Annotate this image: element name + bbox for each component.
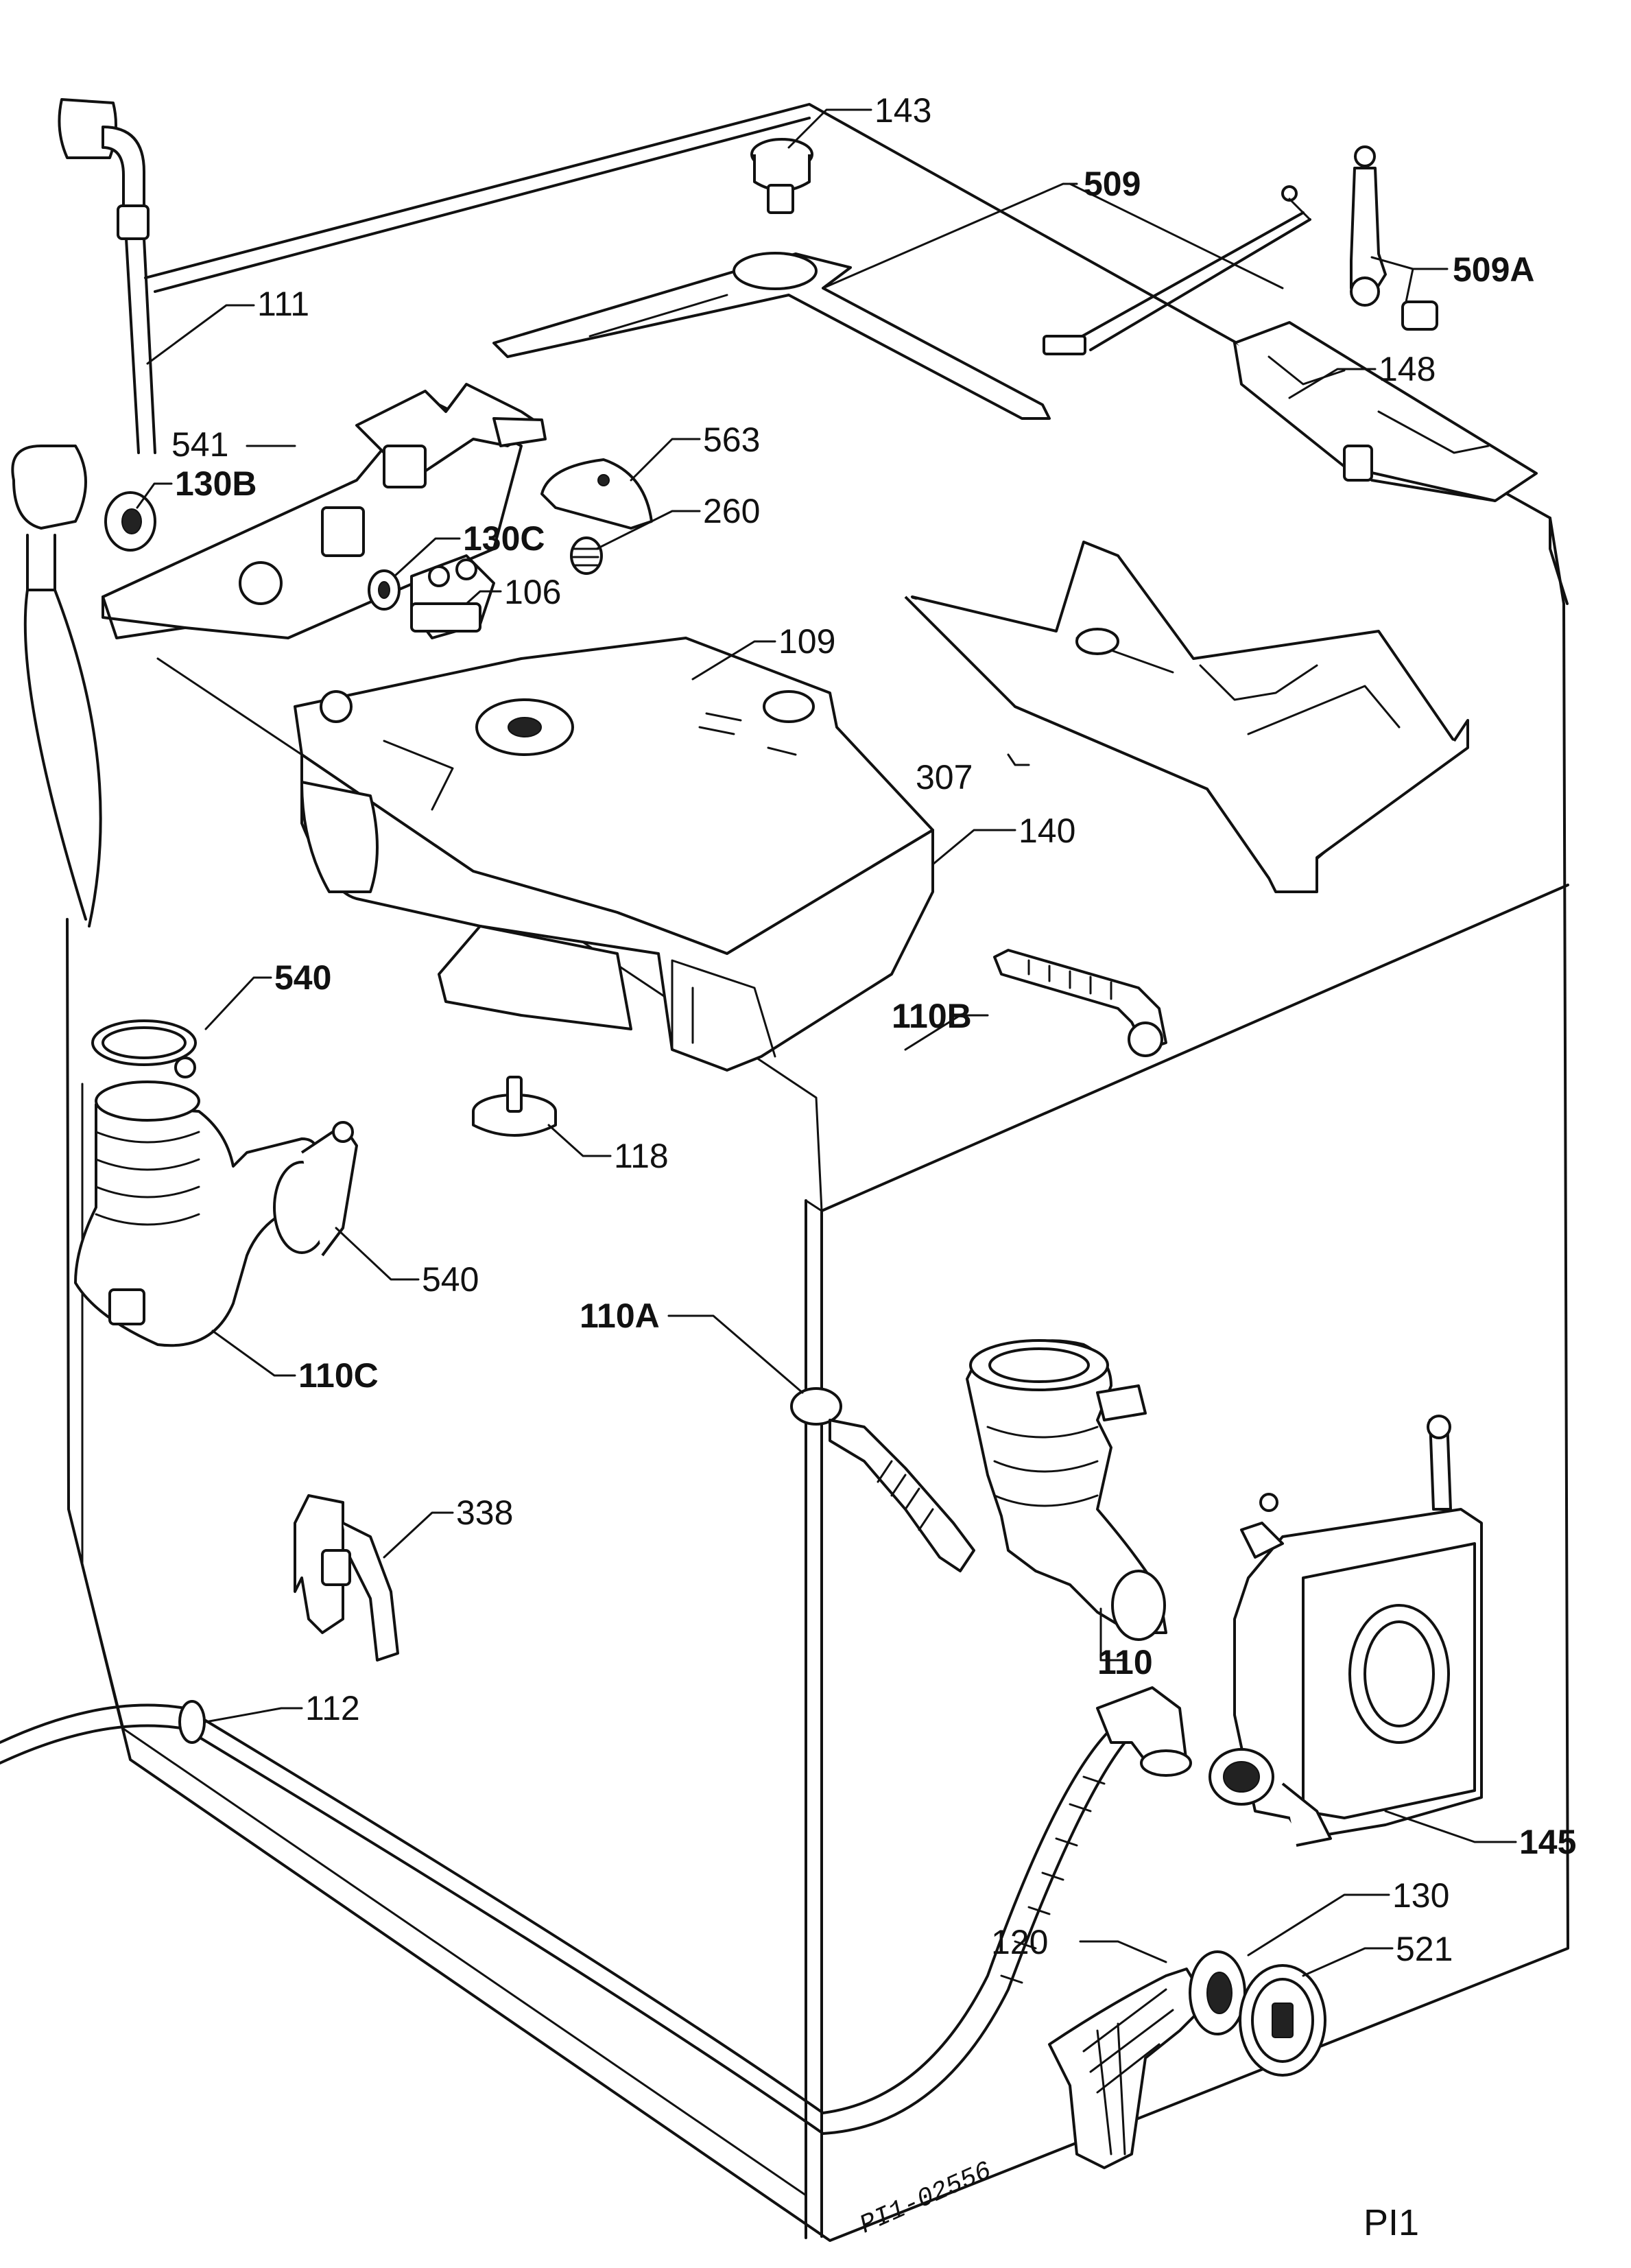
callout-307: 307 (916, 758, 973, 796)
callout-260: 260 (703, 492, 760, 530)
callout-111: 111 (257, 285, 309, 323)
part-563-cover (540, 458, 653, 530)
callout-112: 112 (305, 1689, 360, 1727)
callout-509a: 509A (1453, 250, 1535, 289)
callout-338: 338 (456, 1493, 513, 1532)
sheet-label: PI1 (1364, 2202, 1419, 2243)
callout-540-top: 540 (274, 958, 331, 997)
part-inlet-hose-lower (11, 445, 102, 928)
callout-110: 110 (1097, 1643, 1153, 1681)
part-112-drain-hose (0, 1686, 1192, 2135)
callout-143: 143 (874, 91, 931, 130)
part-111-inlet-hose (58, 98, 156, 454)
part-140-dispenser-housing (300, 753, 934, 1072)
callout-130: 130 (1392, 1876, 1449, 1915)
callout-145: 145 (1519, 1823, 1576, 1861)
part-130b-washer (104, 491, 156, 552)
callout-540-mid: 540 (422, 1260, 479, 1299)
part-143-knob (750, 138, 813, 214)
callout-120: 120 (991, 1923, 1048, 1961)
part-509-rod (1043, 185, 1311, 355)
part-110b-hose (993, 949, 1167, 1057)
callout-110c: 110C (298, 1356, 379, 1395)
part-148-tray-handle (1233, 321, 1538, 502)
part-509a-link (1350, 145, 1438, 331)
callout-labels: 143 509 509A 111 148 541 130B 563 260 13… (171, 91, 1576, 1968)
callout-148: 148 (1379, 350, 1436, 388)
callout-509: 509 (1084, 165, 1141, 203)
callout-130c: 130C (463, 519, 545, 558)
part-338-clip (294, 1494, 399, 1662)
part-540-clamp-side (300, 1121, 358, 1257)
part-120-filter (1048, 1968, 1209, 2169)
drawing-code: PI1-02556 (855, 2156, 996, 2241)
part-110a-hose (790, 1387, 975, 1572)
callout-521: 521 (1396, 1930, 1453, 1968)
part-307-drawer (904, 541, 1469, 893)
callout-109: 109 (778, 622, 835, 661)
part-509-lever-arm (492, 252, 1051, 420)
part-110c-sump-hose (74, 1080, 331, 1347)
cabinet-outline (66, 103, 1569, 2242)
leader-lines (136, 108, 1517, 1977)
part-145-pump (1209, 1415, 1483, 1847)
part-118-float (472, 1076, 557, 1137)
callout-541: 541 (171, 425, 228, 464)
callout-110b: 110B (892, 997, 972, 1035)
part-130-seal (1189, 1950, 1246, 2035)
part-260-spring (570, 536, 603, 575)
callout-130b: 130B (175, 464, 257, 503)
callout-106: 106 (504, 573, 561, 611)
part-130c-washer (368, 569, 401, 611)
callout-110a: 110A (580, 1297, 660, 1335)
callout-140: 140 (1019, 812, 1075, 850)
callout-563: 563 (703, 421, 760, 459)
part-540-clamp-top (91, 1019, 197, 1078)
callout-118: 118 (614, 1137, 669, 1175)
part-110-bellows (966, 1339, 1167, 1641)
part-106-connector (410, 554, 495, 639)
part-521-cap (1239, 1964, 1326, 2077)
